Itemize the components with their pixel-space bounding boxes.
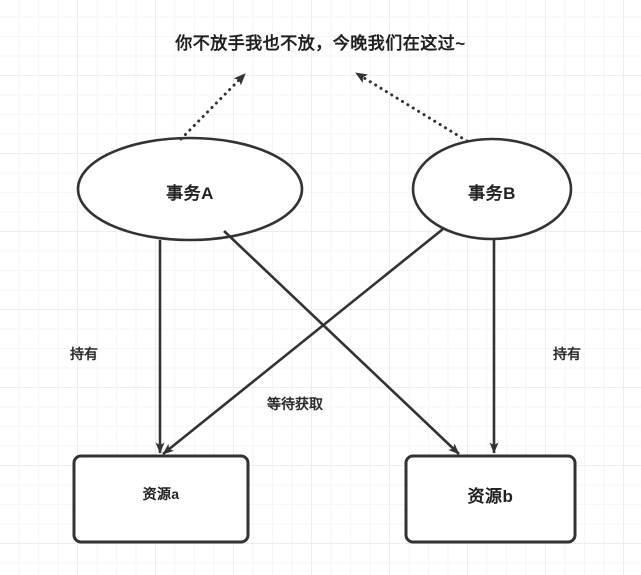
edge-transaction-b-waits-resource-a — [162, 227, 444, 456]
node-shape-transaction-a[interactable] — [76, 136, 304, 242]
edge-transaction-a-waits-resource-b — [223, 230, 460, 455]
node-shape-resource-b[interactable] — [404, 454, 577, 544]
diagram-caption: 你不放手我也不放，今晚我们在这过~ — [175, 34, 466, 53]
edge-transaction-a-to-caption — [179, 72, 247, 141]
node-shape-transaction-b[interactable] — [411, 137, 573, 241]
node-shape-resource-a[interactable] — [72, 454, 250, 544]
edge-transaction-b-to-caption — [354, 71, 469, 143]
